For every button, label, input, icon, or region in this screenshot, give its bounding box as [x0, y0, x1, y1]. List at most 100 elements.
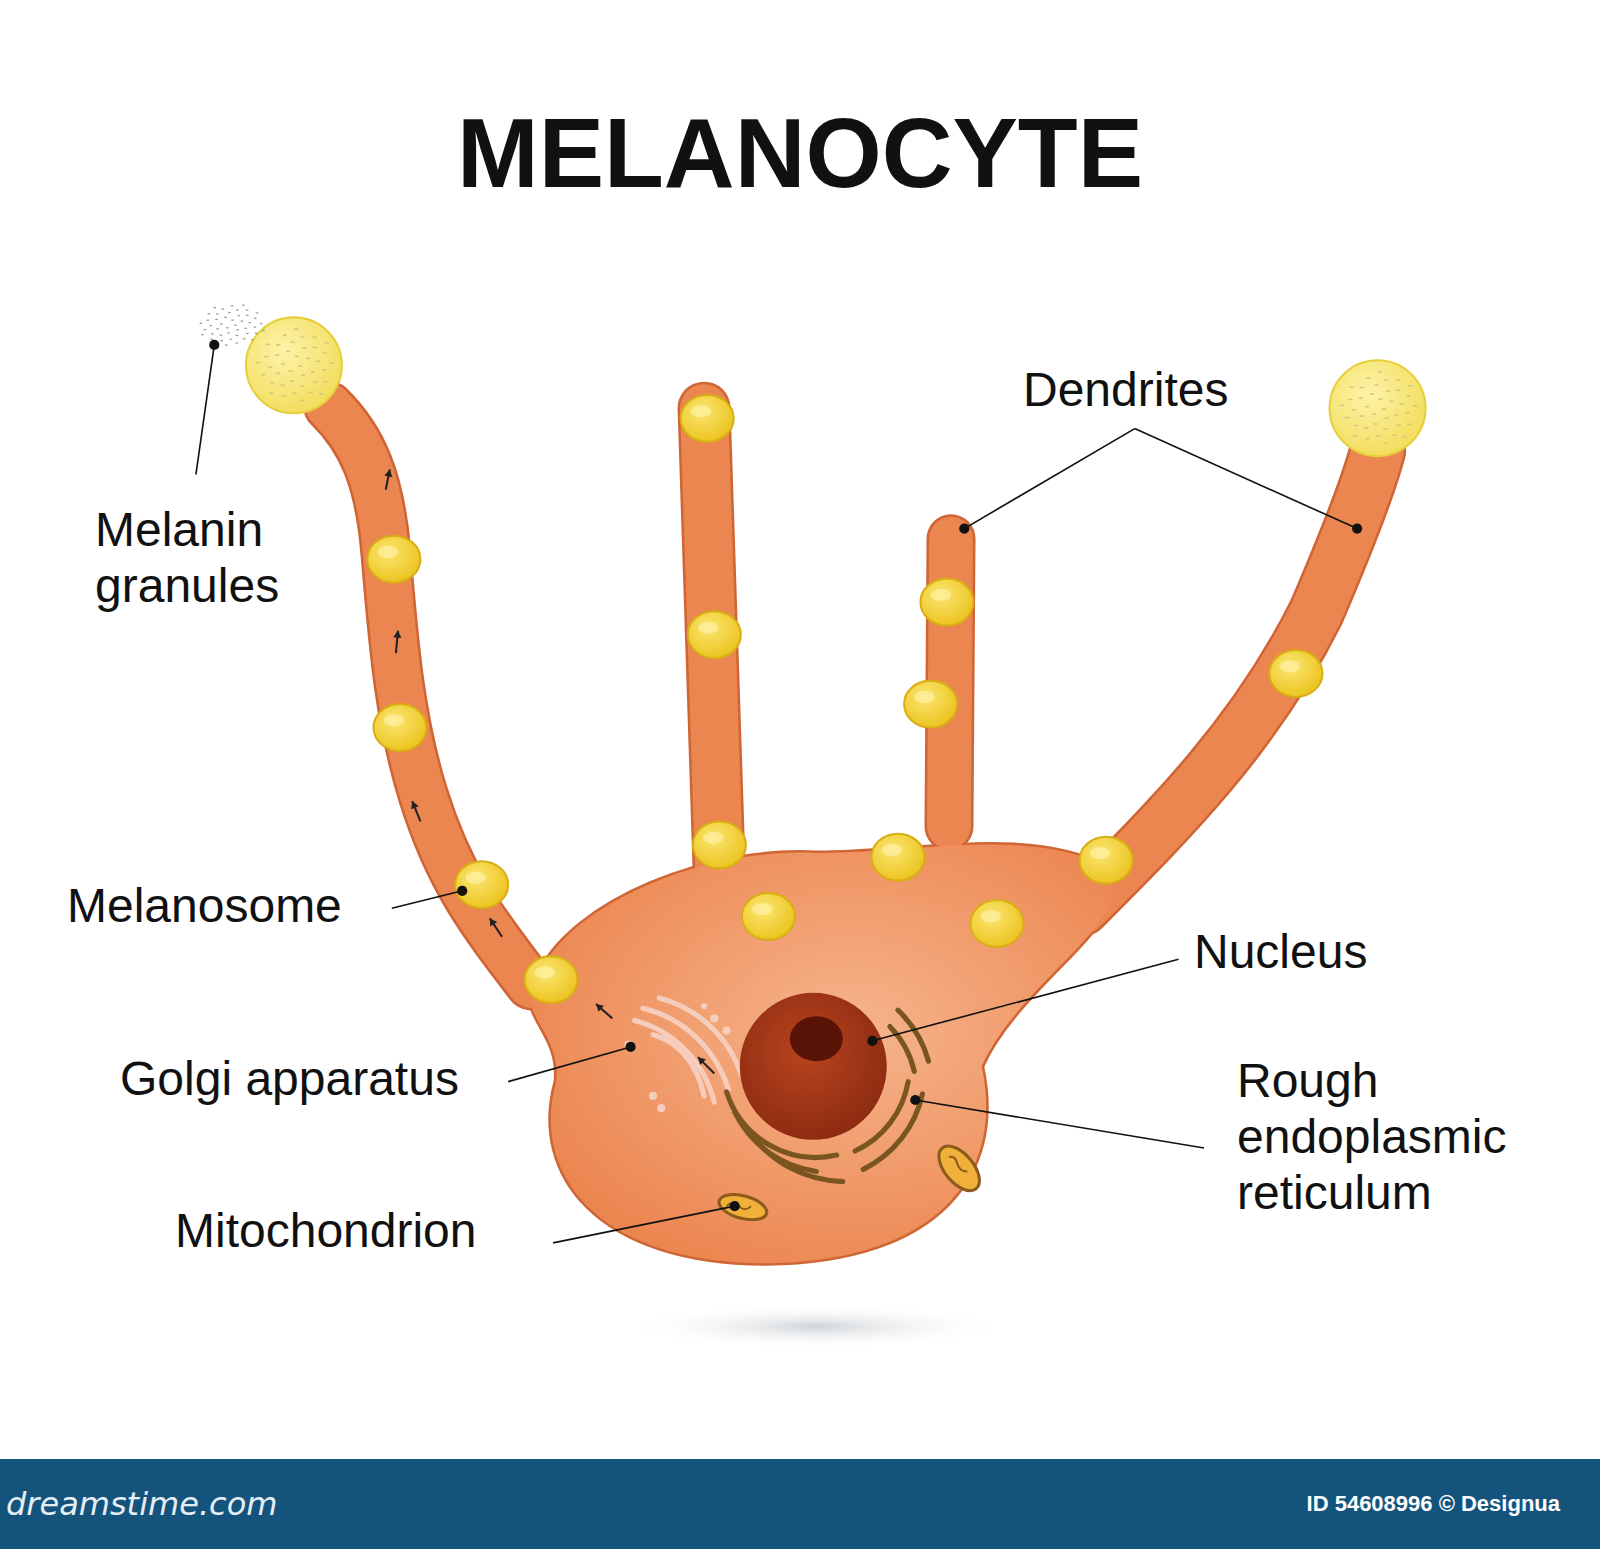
released-melanin: [226, 327, 229, 328]
granule-texture: [1396, 379, 1400, 381]
granule-texture: [1406, 395, 1410, 397]
released-melanin: [254, 318, 257, 319]
part-label: Golgi apparatus: [120, 1051, 459, 1107]
granule-texture: [1400, 403, 1404, 405]
part-label: Melanin granules: [95, 502, 335, 614]
nucleus: [740, 993, 887, 1140]
granule-texture: [1397, 424, 1401, 426]
part-label: Mitochondrion: [175, 1203, 477, 1259]
melanin-granule: [246, 317, 342, 413]
granule-texture: [1394, 414, 1398, 416]
granule-texture: [281, 363, 285, 365]
released-melanin: [216, 313, 219, 314]
released-melanin: [236, 329, 239, 330]
granule-texture: [306, 358, 310, 360]
highlight: [691, 405, 711, 417]
granule-texture: [1349, 386, 1353, 388]
granule-texture: [1384, 379, 1388, 381]
granule-texture: [1396, 390, 1400, 392]
leader-line: [508, 1047, 630, 1082]
highlight: [384, 714, 404, 726]
released-melanin: [246, 309, 249, 310]
melanin-granule: [1330, 360, 1426, 456]
part-label: Melanosome: [67, 878, 342, 934]
melanosome: [1080, 837, 1133, 884]
granule-texture: [280, 384, 284, 386]
granule-texture: [1359, 397, 1363, 399]
granule-texture: [283, 335, 287, 337]
granule-texture: [1382, 408, 1386, 410]
released-melanin: [210, 338, 213, 339]
ground-shadow: [622, 1304, 1010, 1349]
arrow-shaft: [698, 1057, 714, 1073]
granule-texture: [1378, 371, 1382, 373]
released-melanin: [213, 307, 216, 308]
granule-texture: [300, 385, 304, 387]
granule-texture: [1408, 385, 1412, 387]
highlight: [1090, 847, 1110, 859]
arrow-head: [490, 918, 497, 926]
granule-texture: [293, 392, 297, 394]
granule-texture: [322, 369, 326, 371]
released-melanin: [256, 312, 259, 313]
granule-texture: [1340, 405, 1344, 407]
granule-texture: [286, 350, 290, 352]
leader-dot: [867, 1036, 877, 1046]
leader-dot: [1352, 523, 1362, 533]
released-melanin: [225, 345, 228, 346]
golgi-apparatus: [624, 998, 740, 1112]
granule-texture: [1365, 406, 1369, 408]
leader-line: [915, 1100, 1204, 1148]
granule-texture: [323, 352, 327, 354]
granule-texture: [291, 341, 295, 343]
granule-texture: [1354, 425, 1358, 427]
granule-texture: [266, 344, 270, 346]
melanosome: [970, 900, 1023, 947]
melanosome: [920, 579, 973, 626]
granule-texture: [301, 374, 305, 376]
released-melanin: [200, 323, 203, 324]
granule-texture: [1406, 412, 1410, 414]
released-melanin: [246, 315, 249, 316]
released-melanin: [234, 325, 237, 326]
leader-line: [964, 429, 1134, 529]
granule-texture: [264, 356, 268, 358]
released-melanin: [243, 338, 246, 339]
released-melanin: [227, 332, 230, 333]
granule-texture: [309, 392, 313, 394]
arrow-head: [393, 631, 401, 638]
granule-texture: [1364, 427, 1368, 429]
melanosome: [688, 611, 741, 658]
arrow-head: [698, 1057, 706, 1065]
granule-texture: [1393, 435, 1397, 437]
granule-texture: [325, 342, 329, 344]
highlight: [931, 589, 951, 601]
released-melanin: [201, 334, 204, 335]
nucleolus: [790, 1016, 843, 1061]
released-melanin: [262, 330, 265, 331]
arrow-head: [596, 1004, 604, 1012]
highlight: [981, 910, 1001, 922]
released-melanin: [235, 342, 238, 343]
leader-dot: [959, 523, 969, 533]
granule-texture: [1365, 438, 1369, 440]
melanosome: [742, 893, 795, 940]
highlight: [465, 871, 485, 883]
released-melanin: [244, 328, 247, 329]
highlight: [882, 844, 902, 856]
granule-texture: [1373, 423, 1377, 425]
granule-texture: [1407, 424, 1411, 426]
leader-dot: [457, 886, 467, 896]
released-melanin: [220, 323, 223, 324]
granule-texture: [1353, 435, 1357, 437]
cell-outline: [329, 406, 1378, 1263]
granule-texture: [261, 374, 265, 376]
granule-texture: [300, 400, 304, 402]
released-melanin: [215, 319, 218, 320]
granule-texture: [1413, 405, 1417, 407]
granule-texture: [268, 366, 272, 368]
leader-lines: [196, 340, 1362, 1243]
granule-texture: [276, 344, 280, 346]
released-melanin: [236, 335, 239, 336]
melanosome: [455, 861, 508, 908]
